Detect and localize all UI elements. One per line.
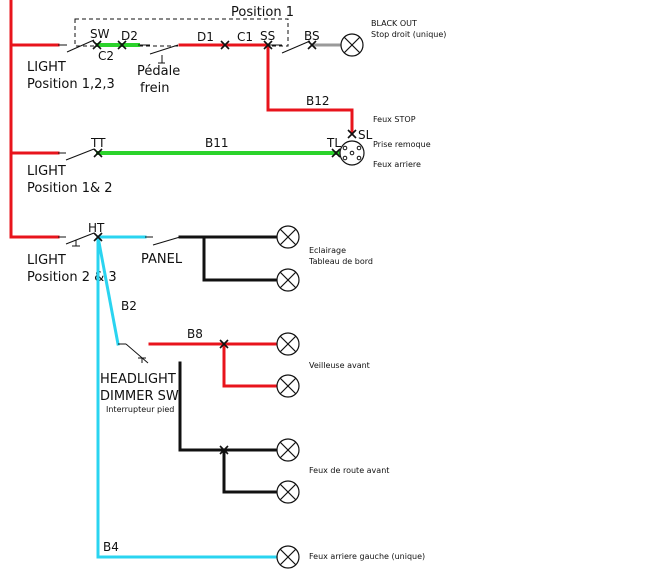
stop-switch-sw [58, 39, 95, 53]
b12-label: B12 [306, 94, 330, 108]
pedale-frein-switch [138, 44, 179, 64]
junction-marker-d2 [117, 40, 127, 50]
d2-label: D2 [121, 29, 138, 43]
blackout-label-line1: BLACK OUT [371, 19, 417, 28]
panel-lamp-upper [276, 225, 300, 249]
b2-label: B2 [121, 299, 137, 313]
main-feed-wire [9, 0, 60, 239]
parking-lamp-upper [276, 332, 300, 356]
junction-marker-ht [93, 232, 103, 242]
panel-lamp-lower [276, 268, 300, 292]
pedale-label-line1: Pédale [137, 64, 180, 79]
ht-label: HT [88, 221, 105, 235]
b11-label: B11 [205, 136, 229, 150]
b8-wire [148, 342, 278, 388]
trailer-socket-icon [339, 140, 365, 166]
feux-arriere-label: Feux arriere [373, 160, 421, 169]
b12-wire [266, 43, 354, 136]
b2-wire [96, 235, 120, 346]
tt-label: TT [90, 136, 106, 150]
junction-marker-high-beam [219, 445, 229, 455]
b4-label: B4 [103, 540, 119, 554]
junction-markers [92, 40, 357, 455]
light1-label-line1: LIGHT [27, 60, 66, 75]
feux-arriere-gauche-label: Feux arriere gauche (unique) [309, 552, 425, 561]
headlight-label-line3: Interrupteur pied [106, 405, 174, 414]
tl-label: TL [326, 136, 341, 150]
light-switch-position-1-2 [58, 148, 95, 161]
b4-wire [96, 235, 278, 559]
light3-label-line2: Position 2 & 3 [27, 270, 117, 285]
junction-marker-b8 [219, 339, 229, 349]
light2-label-line2: Position 1& 2 [27, 181, 113, 196]
headlight-dimmer-switch [118, 343, 149, 364]
panel-switch [145, 236, 181, 246]
eclairage-label-line2: Tableau de bord [308, 257, 373, 266]
bs-switch [268, 40, 311, 54]
junction-marker-tt [93, 148, 103, 158]
headlight-label-line2: DIMMER SW. [100, 389, 181, 404]
parking-lamp-lower [276, 374, 300, 398]
high-beam-wire [178, 361, 278, 494]
panel-label: PANEL [141, 252, 183, 267]
high-beam-lamp-lower [276, 480, 300, 504]
junction-marker-bs [307, 40, 317, 50]
sw-label: SW [90, 27, 110, 41]
junction-marker-sl [347, 129, 357, 139]
d1-label: D1 [197, 30, 214, 44]
feux-stop-label: Feux STOP [373, 115, 416, 124]
high-beam-lamp-upper [276, 438, 300, 462]
sl-label: SL [358, 128, 373, 142]
c2-label: C2 [98, 49, 114, 63]
panel-wire [178, 235, 278, 282]
rear-left-lamp [276, 545, 300, 569]
junction-marker-ss [263, 40, 273, 50]
c1-label: C1 [237, 30, 253, 44]
junction-marker-tl [331, 148, 341, 158]
light3-label-line1: LIGHT [27, 253, 66, 268]
prise-remorque-label: Prise remoque [373, 140, 431, 149]
veilleuse-label: Veilleuse avant [309, 361, 370, 370]
position1-label: Position 1 [231, 5, 294, 20]
light1-label-line2: Position 1,2,3 [27, 77, 115, 92]
light-switch-position-2-3 [58, 232, 95, 247]
junction-marker-c1 [220, 40, 230, 50]
bs-label: BS [304, 29, 320, 43]
pedale-label-line2: frein [140, 81, 170, 96]
eclairage-label-line1: Eclairage [309, 246, 346, 255]
stop-right-lamp [340, 33, 364, 57]
b8-label: B8 [187, 327, 203, 341]
blackout-label-line2: Stop droit (unique) [371, 30, 446, 39]
ss-label: SS [260, 29, 275, 43]
light2-label-line1: LIGHT [27, 164, 66, 179]
headlight-label-line1: HEADLIGHT [100, 372, 176, 387]
feux-route-label: Feux de route avant [309, 466, 389, 475]
junction-marker-sw [92, 40, 102, 50]
